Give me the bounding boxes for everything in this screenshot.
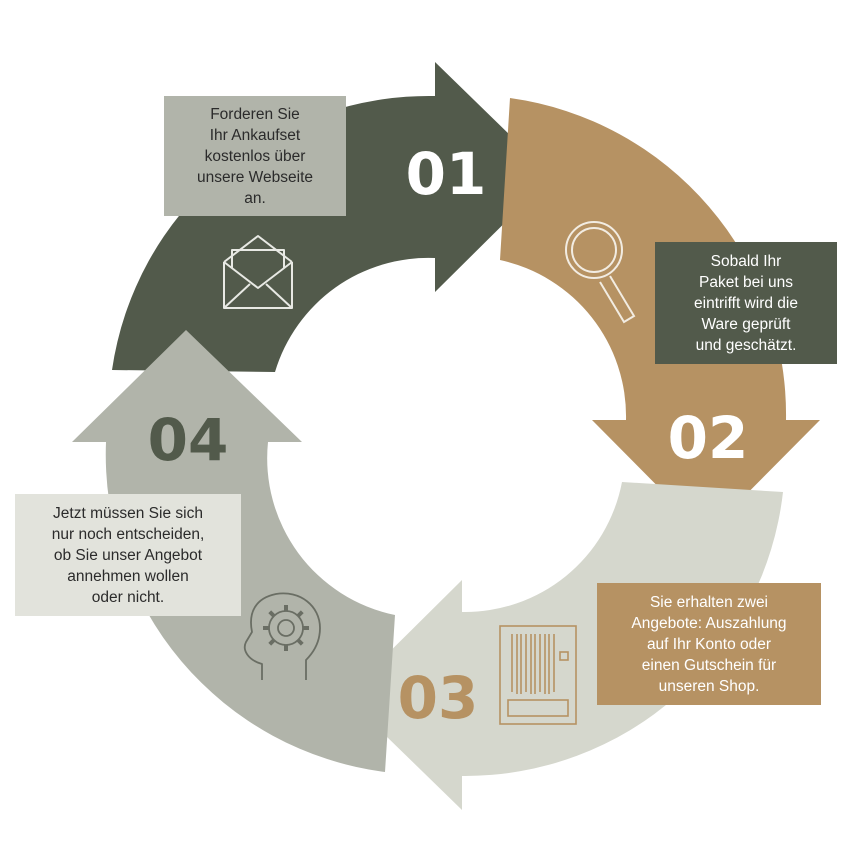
head-gear-icon — [243, 592, 321, 680]
step-1-arrow — [112, 62, 552, 372]
magnifier-icon — [565, 221, 636, 324]
step-4-description: Jetzt müssen Sie sich nur noch entscheid… — [15, 494, 241, 616]
step-3-description: Sie erhalten zwei Angebote: Auszahlung a… — [597, 583, 821, 705]
barcode-card-icon — [499, 625, 577, 725]
step-2-description: Sobald Ihr Paket bei uns eintrifft wird … — [655, 242, 837, 364]
step-4-number: 04 — [148, 406, 229, 474]
step-2-number: 02 — [668, 404, 749, 472]
step-1-number: 01 — [406, 140, 487, 208]
step-1-description: Forderen Sie Ihr Ankaufset kostenlos übe… — [164, 96, 346, 216]
envelope-icon — [223, 235, 293, 309]
step-3-arrow — [345, 482, 783, 810]
step-3-number: 03 — [398, 664, 479, 732]
